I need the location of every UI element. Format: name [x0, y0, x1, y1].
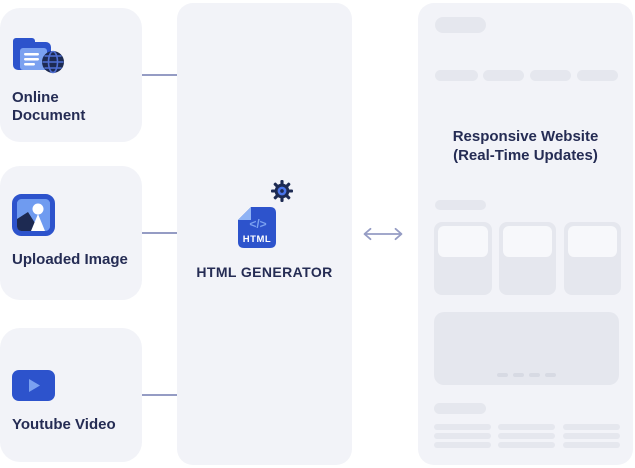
wireframe-footer-line: [434, 433, 491, 439]
wireframe-footer-line: [563, 424, 620, 430]
wireframe-hero-dashes: [434, 373, 619, 377]
source-label: Online Document: [12, 89, 86, 124]
wireframe-footer-line: [498, 424, 555, 430]
uploaded-image-icon: [12, 194, 55, 236]
wireframe-nav-placeholder: [530, 70, 571, 81]
generator-title: HTML GENERATOR: [196, 264, 333, 280]
connector-line-youtube-video: [142, 394, 177, 396]
youtube-play-icon: [12, 370, 55, 401]
wireframe-card-thumbnail: [568, 226, 617, 257]
folder-globe-icon: [13, 38, 64, 74]
wireframe-footer-line: [563, 442, 620, 448]
wireframe-card: [434, 222, 492, 295]
wireframe-dash: [529, 373, 540, 377]
wireframe-footer-line: [498, 433, 555, 439]
wireframe-dash: [545, 373, 556, 377]
wireframe-footer-column: [498, 424, 555, 451]
card-youtube-video: Youtube Video: [0, 328, 142, 462]
gear-icon: [271, 180, 293, 202]
wireframe-dash: [497, 373, 508, 377]
card-uploaded-image: Uploaded Image: [0, 166, 142, 300]
wireframe-card: [564, 222, 621, 295]
wireframe-dash: [513, 373, 524, 377]
wireframe-footer-line: [434, 442, 491, 448]
website-title-line2: (Real-Time Updates): [453, 147, 598, 164]
wireframe-footer-column: [434, 424, 491, 451]
wireframe-nav-placeholder: [435, 70, 478, 81]
website-title: Responsive Website (Real-Time Updates): [418, 127, 633, 165]
website-panel: Responsive Website (Real-Time Updates): [418, 3, 633, 465]
wireframe-hero-banner: [434, 312, 619, 385]
wireframe-nav-placeholder: [483, 70, 524, 81]
wireframe-section-label-placeholder: [435, 200, 486, 210]
sync-arrow-icon: [363, 227, 403, 241]
connector-line-uploaded-image: [142, 232, 177, 234]
wireframe-footer-column: [563, 424, 620, 451]
wireframe-card-thumbnail: [503, 226, 552, 257]
wireframe-card-thumbnail: [438, 226, 488, 257]
website-title-line1: Responsive Website: [452, 128, 599, 145]
wireframe-footer-label-placeholder: [434, 403, 486, 414]
generator-panel: </> HTML HTML GENERATOR: [177, 3, 352, 465]
wireframe-logo-placeholder: [435, 17, 486, 33]
code-glyph: </>: [249, 217, 266, 231]
wireframe-footer-line: [498, 442, 555, 448]
card-online-document: Online Document: [0, 8, 142, 142]
wireframe-footer-line: [563, 433, 620, 439]
source-label: Youtube Video: [12, 416, 116, 433]
connector-line-online-document: [142, 74, 177, 76]
html-file-icon: </> HTML: [238, 207, 276, 248]
html-file-label: HTML: [243, 234, 271, 245]
source-label: Uploaded Image: [12, 251, 128, 268]
wireframe-footer-line: [434, 424, 491, 430]
wireframe-nav-placeholder: [577, 70, 618, 81]
wireframe-card: [499, 222, 556, 295]
